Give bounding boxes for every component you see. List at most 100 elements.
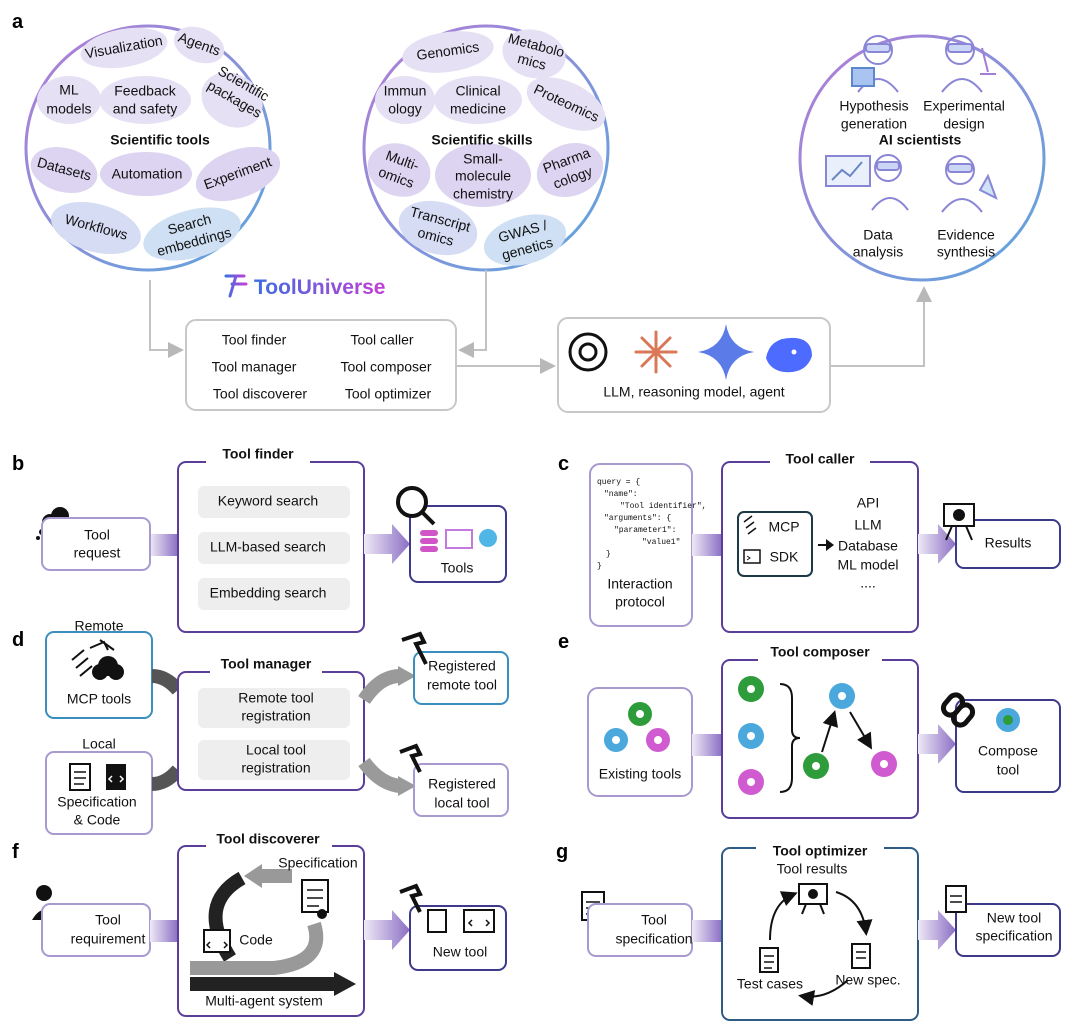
arrow-g-out	[918, 910, 956, 950]
remote-reg-chip	[198, 688, 350, 728]
tool-feedback-1: Feedback	[114, 83, 176, 99]
scientific-skills-circle: Genomics Metabolo mics Immun ology Clini…	[362, 24, 610, 272]
code-window-icon	[203, 929, 231, 953]
finder-title-bg	[206, 444, 310, 468]
svg-text:"Tool identifier",: "Tool identifier",	[620, 502, 706, 511]
discoverer-title-bg	[206, 830, 332, 852]
finder-title: Tool finder	[222, 446, 294, 462]
panel-label-c: c	[558, 453, 569, 475]
llm-search: LLM-based search	[210, 539, 326, 555]
panel-label-b: b	[12, 453, 24, 475]
hub-tool-optimizer: Tool optimizer	[345, 386, 432, 402]
gears-icon	[604, 702, 670, 752]
hammer-laptop-icon	[399, 743, 423, 773]
code-label: Code	[239, 932, 273, 948]
skill-clinical-1: Clinical	[455, 83, 500, 99]
tool-spec-1: Tool	[641, 912, 667, 928]
tool-types-icon	[420, 529, 497, 552]
registered-remote-box	[413, 651, 509, 705]
arrow-d-in-remote	[151, 669, 184, 695]
spec-code-1: Specification	[57, 794, 136, 810]
panel-label-d: d	[12, 629, 24, 651]
target-more: ....	[860, 575, 876, 591]
remote-reg-2: registration	[241, 708, 310, 724]
arrow-e-out	[918, 724, 956, 764]
mcp-label: MCP	[768, 519, 799, 535]
caller-title-bg	[770, 448, 870, 470]
composer-title-bg	[758, 642, 882, 664]
ai-experimental-2: design	[943, 116, 984, 132]
hub-tool-manager: Tool manager	[212, 359, 297, 375]
caller-title: Tool caller	[786, 451, 856, 467]
tool-request-1: Tool	[84, 527, 110, 543]
svg-text:query = {: query = {	[597, 478, 640, 487]
spec-code-icon	[69, 763, 126, 791]
results-chart-icon	[798, 883, 828, 915]
tool-results-label: Tool results	[777, 861, 848, 877]
panel-label-f: f	[12, 841, 19, 863]
new-tool-spec-box	[955, 903, 1061, 957]
skill-clinical-2: medicine	[450, 101, 506, 117]
mcp-cloud-icon	[71, 639, 124, 680]
existing-tools-label: Existing tools	[599, 766, 681, 782]
openai-icon	[568, 332, 608, 372]
manager-title: Tool manager	[221, 656, 312, 672]
tool-request-2: request	[74, 545, 121, 561]
ai-data-2: analysis	[853, 244, 904, 260]
arrow-d-out-local-head	[398, 776, 416, 796]
circle-title-tools: Scientific tools	[110, 132, 210, 148]
skill-immunology-2: ology	[388, 101, 421, 117]
arrow-d-out-local	[358, 757, 402, 793]
ai-hypothesis-2: generation	[841, 116, 907, 132]
logo-text: ToolUniverse	[254, 276, 385, 299]
circle-title-skills: Scientific skills	[431, 132, 532, 148]
terminal-icon	[743, 549, 761, 564]
tool-spec-2: specification	[615, 931, 692, 947]
arrow-b-in	[150, 534, 178, 556]
arrow-e-in	[692, 734, 722, 756]
new-tool-spec-2: specification	[975, 928, 1052, 944]
hub-connectors	[149, 270, 932, 374]
local-reg-2: registration	[241, 760, 310, 776]
arrow-c-in	[692, 534, 722, 556]
multi-agent-label: Multi-agent system	[205, 993, 322, 1009]
skill-immunology-1: Immun	[384, 83, 427, 99]
registered-local-2: local tool	[434, 795, 489, 811]
llm-label: LLM, reasoning model, agent	[603, 384, 784, 400]
tool-automation: Automation	[112, 166, 183, 182]
protocol-1: Interaction	[607, 576, 672, 592]
composer-gears	[738, 676, 897, 795]
ai-evidence-2: synthesis	[937, 244, 995, 260]
compose-tool-1: Compose	[978, 743, 1038, 759]
ai-evidence-1: Evidence	[937, 227, 995, 243]
arrow-f-in	[150, 920, 178, 942]
arrow-d-out-remote	[358, 669, 401, 705]
svg-text:"arguments": {: "arguments": {	[604, 514, 671, 523]
registered-local-box	[413, 763, 509, 817]
tool-requirement-1: Tool	[95, 912, 121, 928]
gemini-icon	[698, 324, 754, 380]
svg-text:"parameter1":: "parameter1":	[614, 526, 676, 535]
scientific-tools-circle: Visualization Agents ML models Feedback …	[24, 24, 281, 272]
compose-tool-2: tool	[997, 762, 1020, 778]
new-tool-spec-1: New tool	[987, 910, 1041, 926]
new-spec-icon	[851, 943, 871, 969]
chain-link-icon	[940, 692, 976, 728]
tool-requirement-2: requirement	[71, 931, 146, 947]
test-cases-label: Test cases	[737, 976, 803, 992]
deepseek-icon	[766, 337, 812, 373]
local-label: Local	[82, 736, 115, 752]
circle-title-ai: AI scientists	[879, 132, 962, 148]
results-label: Results	[985, 535, 1032, 551]
compose-tool-box	[955, 699, 1061, 793]
tools-label: Tools	[441, 560, 474, 576]
spec-code-2: & Code	[74, 812, 121, 828]
optimizer-cycle	[769, 891, 873, 1006]
spec-label: Specification	[278, 855, 357, 871]
presentation-icon	[943, 503, 975, 541]
local-reg-1: Local tool	[246, 742, 306, 758]
panel-label-e: e	[558, 631, 569, 653]
robot-icon	[825, 35, 998, 213]
registered-local-1: Registered	[428, 776, 496, 792]
